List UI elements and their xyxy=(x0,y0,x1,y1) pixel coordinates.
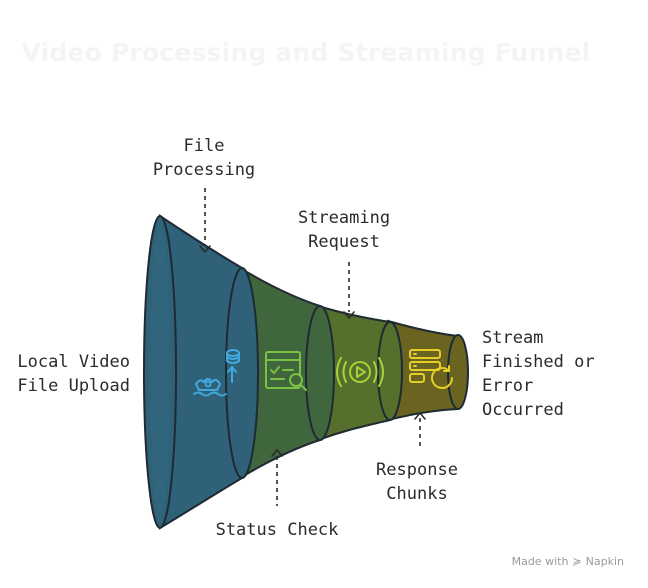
server-refresh-icon xyxy=(409,349,453,389)
label-status-check: Status Check xyxy=(215,520,339,540)
label-stream-finished: Stream Finished or Error Occurred xyxy=(482,328,595,420)
arrowhead-status-check xyxy=(271,449,283,457)
label-response-chunks: Response Chunks xyxy=(376,460,458,504)
label-streaming-request: Streaming Request xyxy=(297,208,391,252)
funnel-divider-1 xyxy=(225,267,259,479)
label-file-processing: File Processing xyxy=(152,136,256,180)
file-inspect-icon xyxy=(265,351,307,391)
arrowhead-file-processing xyxy=(199,245,211,253)
funnel-divider-3 xyxy=(377,321,403,421)
arrowhead-streaming-request xyxy=(343,311,355,319)
funnel-mouth-right xyxy=(447,334,469,410)
label-local-upload: Local Video File Upload xyxy=(17,352,130,396)
stream-play-icon xyxy=(336,357,384,387)
upload-data-icon xyxy=(193,349,240,397)
napkin-watermark: Made with ≽ Napkin xyxy=(512,555,624,568)
funnel-divider-2 xyxy=(305,305,335,441)
napkin-logo-icon: ≽ xyxy=(572,555,582,568)
watermark-brand: Napkin xyxy=(585,555,624,568)
arrowhead-response-chunks xyxy=(414,412,426,420)
diagram-title: Video Processing and Streaming Funnel xyxy=(21,38,591,67)
watermark-text: Made with xyxy=(511,555,569,568)
